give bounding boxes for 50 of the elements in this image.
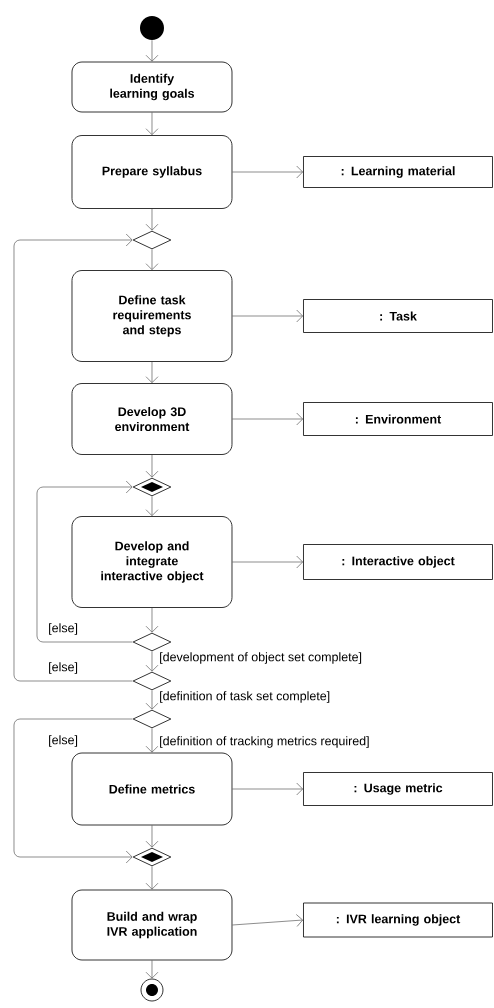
arrow <box>36 480 133 643</box>
arrow <box>145 208 159 231</box>
guard-label: [else] <box>47 734 79 748</box>
arrow <box>145 825 159 848</box>
arrow <box>145 866 159 890</box>
arrow <box>232 782 303 796</box>
activity-box: Build and wrap IVR application <box>71 889 233 961</box>
object-box: : Learning material <box>303 156 493 188</box>
merge-diamond <box>132 477 172 497</box>
arrow <box>145 249 159 270</box>
end-node <box>140 978 164 1002</box>
merge-diamond <box>132 847 172 867</box>
arrow <box>13 718 133 864</box>
guard-label: [development of object set complete] <box>158 651 364 665</box>
arrow <box>145 454 159 478</box>
arrow <box>145 496 159 516</box>
decision-diamond <box>132 671 172 691</box>
decision-diamond <box>132 709 172 729</box>
decision-diamond <box>132 230 172 250</box>
arrow <box>145 607 159 633</box>
arrow <box>232 165 303 179</box>
object-box: : Task <box>303 299 493 333</box>
activity-box: Define task requirements and steps <box>71 270 233 362</box>
guard-label: [else] <box>47 622 79 636</box>
decision-diamond <box>132 632 172 652</box>
arrow <box>145 728 159 753</box>
arrow <box>145 690 159 710</box>
arrow <box>232 555 303 569</box>
arrow <box>145 960 159 979</box>
arrow <box>13 233 133 682</box>
activity-box: Develop 3D environment <box>71 383 233 455</box>
guard-label: [definition of tracking metrics required] <box>158 735 371 749</box>
activity-box: Define metrics <box>71 752 233 826</box>
arrow <box>145 361 159 383</box>
arrow <box>145 39 159 62</box>
arrow <box>145 112 159 135</box>
guard-label: [definition of task set complete] <box>158 690 332 704</box>
start-node <box>140 16 164 40</box>
arrow <box>145 651 159 672</box>
activity-box: Identify learning goals <box>71 61 233 113</box>
arrow <box>232 412 303 426</box>
activity-box: Develop and integrate interactive object <box>71 516 233 608</box>
object-box: : Environment <box>303 402 493 436</box>
object-box: : IVR learning object <box>303 902 493 938</box>
object-box: : Interactive object <box>303 544 493 580</box>
arrow <box>232 914 303 927</box>
object-box: : Usage metric <box>303 772 493 806</box>
arrow <box>232 309 303 323</box>
guard-label: [else] <box>47 661 79 675</box>
activity-box: Prepare syllabus <box>71 135 233 209</box>
